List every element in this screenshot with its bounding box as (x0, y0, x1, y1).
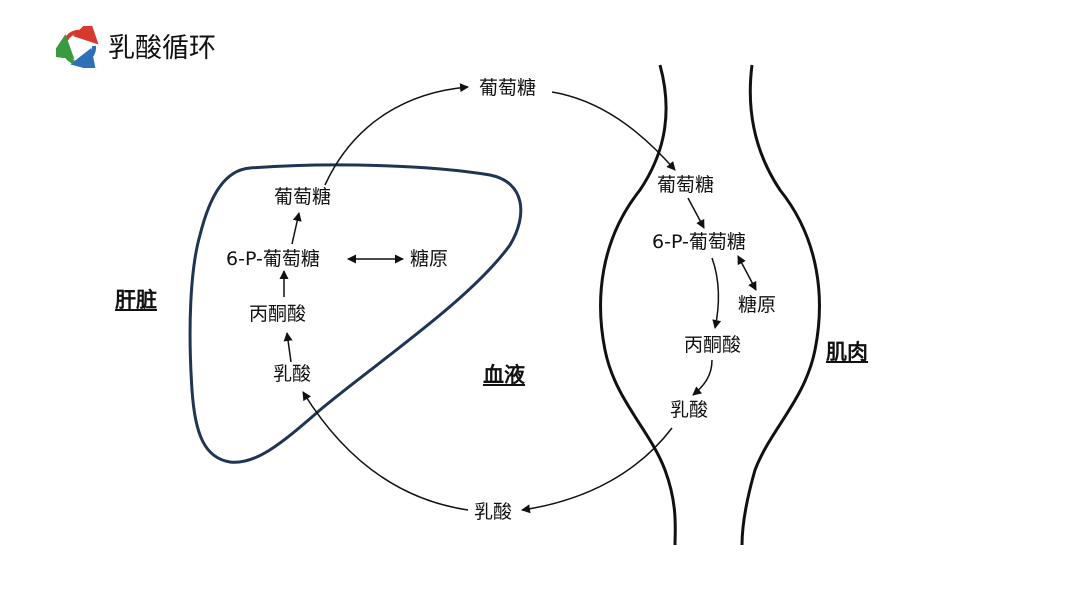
muscle-glycogen-label: 糖原 (738, 294, 777, 316)
arrow-blood-glucose-to-muscle (551, 91, 676, 171)
blood-glucose-label: 葡萄糖 (479, 77, 537, 99)
arrow-muscle-g6p-to-pyruvate (711, 257, 722, 329)
liver-glucose-label: 葡萄糖 (274, 186, 332, 208)
liver-g6p-label: 6-P-葡萄糖 (226, 248, 320, 270)
muscle-g6p-label: 6-P-葡萄糖 (652, 231, 746, 253)
liver-lactate-label: 乳酸 (273, 363, 312, 385)
liver-pyruvate-label: 丙酮酸 (249, 303, 307, 325)
region-label-liver: 肝脏 (115, 288, 157, 312)
muscle-glucose-label: 葡萄糖 (657, 174, 715, 196)
arrow-muscle-pyruvate-to-lactate (692, 359, 713, 396)
liver-outline (188, 163, 523, 464)
liver-glycogen-label: 糖原 (410, 248, 449, 270)
muscle-right-wall (740, 64, 821, 546)
page-title: 乳酸循环 (108, 33, 216, 64)
muscle-pyruvate-label: 丙酮酸 (684, 334, 742, 356)
arrow-liver-glucose-to-blood (324, 83, 469, 186)
blood-lactate-label: 乳酸 (474, 501, 513, 523)
arrow-muscle-g6p-glycogen (737, 255, 757, 291)
muscle-left-wall (599, 64, 677, 546)
region-label-blood: 血液 (483, 363, 525, 387)
arrow-liver-g6p-to-glucose (291, 212, 302, 245)
cycle-icon (56, 26, 99, 68)
arrow-muscle-lactate-to-blood (521, 427, 673, 514)
arrow-blood-lactate-to-liver (302, 391, 469, 511)
region-label-muscle: 肌肉 (826, 340, 868, 364)
muscle-lactate-label: 乳酸 (670, 399, 709, 421)
arrow-muscle-glucose-to-g6p (687, 197, 705, 229)
arrow-liver-lactate-to-pyruvate (283, 332, 293, 363)
